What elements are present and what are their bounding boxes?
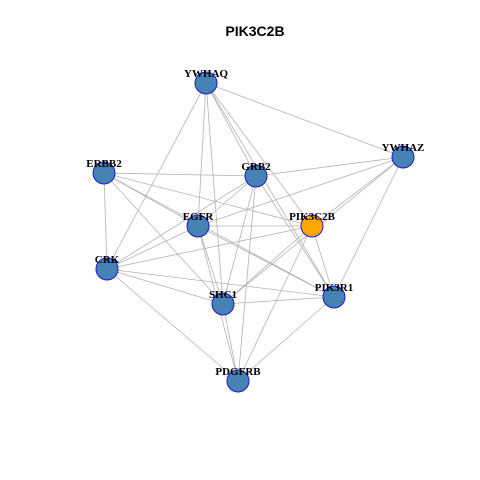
edge-ywhaq-egfr (197, 82, 207, 227)
edge-egfr-shc1 (197, 225, 224, 305)
edge-erbb2-pik3c2b (103, 172, 313, 227)
node-label-ywhaq: YWHAQ (184, 68, 228, 80)
node-pik3c2b[interactable] (300, 214, 324, 238)
edge-grb2-egfr (197, 175, 257, 227)
node-label-erbb2: ERBB2 (86, 158, 122, 170)
edge-ywhaz-egfr (197, 156, 404, 227)
node-pik3r1[interactable] (322, 285, 346, 309)
edge-erbb2-grb2 (103, 172, 257, 177)
edge-pik3r1-pdgfrb (237, 296, 335, 382)
edge-grb2-crk (106, 175, 257, 270)
edge-erbb2-shc1 (103, 172, 224, 305)
edge-grb2-pik3r1 (255, 175, 335, 298)
edge-shc1-pik3r1 (222, 296, 335, 305)
node-layer (92, 71, 415, 393)
edge-shc1-pdgfrb (222, 303, 239, 382)
edge-pik3c2b-pdgfrb (237, 225, 313, 382)
node-pdgfrb[interactable] (226, 369, 250, 393)
edge-pik3c2b-pik3r1 (311, 225, 335, 298)
node-ywhaq[interactable] (194, 71, 218, 95)
edge-ywhaq-grb2 (205, 82, 257, 177)
edge-egfr-pik3r1 (197, 225, 335, 298)
edge-egfr-crk (106, 225, 199, 270)
edge-ywhaq-ywhaz (205, 82, 404, 158)
edge-ywhaq-pik3c2b (205, 82, 313, 227)
edge-ywhaz-pik3c2b (311, 156, 404, 227)
edge-grb2-pdgfrb (237, 175, 257, 382)
node-label-pik3r1: PIK3R1 (315, 282, 354, 294)
node-label-crk: CRK (95, 254, 120, 266)
node-label-pik3c2b: PIK3C2B (289, 211, 336, 223)
node-crk[interactable] (95, 257, 119, 281)
node-egfr[interactable] (186, 214, 210, 238)
edge-crk-pik3r1 (106, 268, 335, 298)
edge-ywhaq-crk (106, 82, 207, 270)
node-label-grb2: GRB2 (241, 161, 271, 173)
node-label-pdgfrb: PDGFRB (215, 366, 261, 378)
edge-grb2-shc1 (222, 175, 257, 305)
diagram-title: PIK3C2B (225, 23, 284, 39)
edge-crk-shc1 (106, 268, 224, 305)
node-label-egfr: EGFR (183, 211, 215, 223)
edge-pik3c2b-shc1 (222, 225, 313, 305)
node-shc1[interactable] (211, 292, 235, 316)
node-label-shc1: SHC1 (209, 289, 237, 301)
edge-crk-pdgfrb (106, 268, 239, 382)
edge-ywhaz-pik3r1 (333, 156, 404, 298)
edge-ywhaz-grb2 (255, 156, 404, 177)
edge-pik3c2b-crk (106, 225, 313, 270)
node-grb2[interactable] (244, 164, 268, 188)
node-label-ywhaz: YWHAZ (382, 142, 425, 154)
edge-erbb2-crk (103, 172, 108, 270)
node-ywhaz[interactable] (391, 145, 415, 169)
node-erbb2[interactable] (92, 161, 116, 185)
edge-layer (103, 82, 404, 382)
edge-ywhaq-pik3r1 (205, 82, 335, 298)
edge-ywhaq-shc1 (205, 82, 224, 305)
edge-erbb2-pik3r1 (103, 172, 335, 298)
